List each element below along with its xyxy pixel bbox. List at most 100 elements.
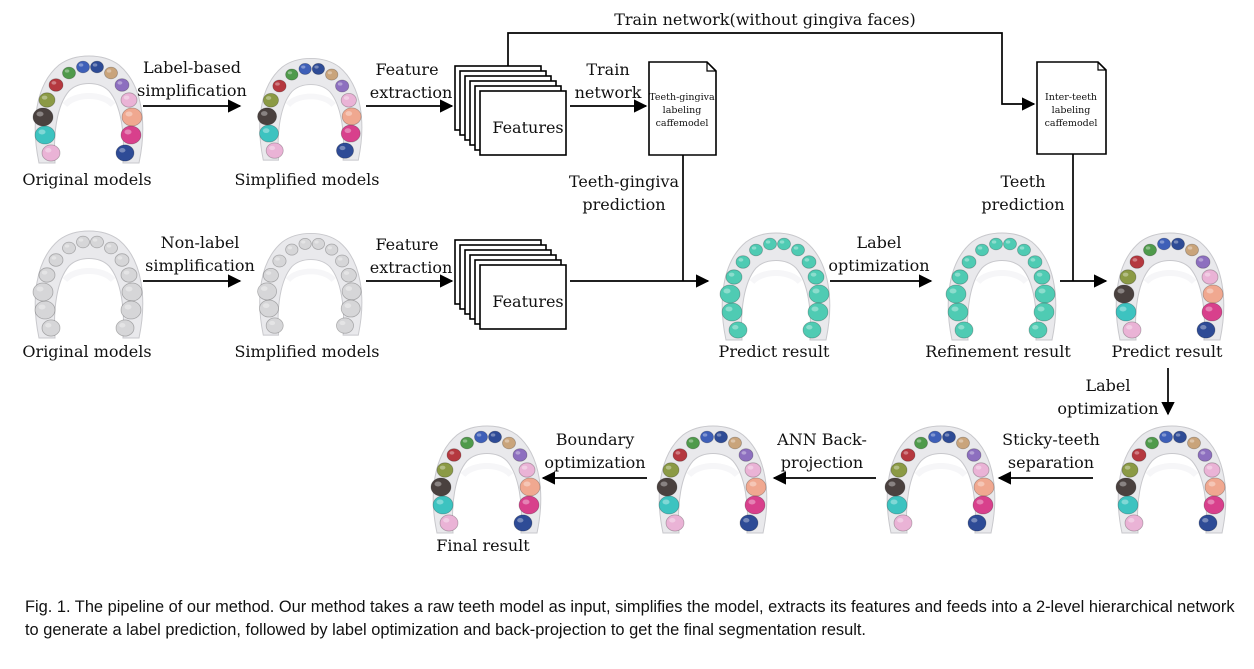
tooth [32,282,54,302]
tooth-highlight [41,270,48,275]
tooth [744,495,766,515]
label-opt-mid-line2: optimization [828,256,929,275]
tooth [928,430,942,444]
tooth-highlight [903,451,909,455]
tooth-highlight [916,439,922,443]
train-network-line2: network [575,83,642,102]
tooth-highlight [92,238,98,242]
refinement-result: Refinement result [925,342,1071,361]
tooth [914,436,928,450]
tooth-highlight [434,481,442,487]
tooth [1017,243,1031,257]
tooth-highlight [344,128,352,134]
tooth [961,255,977,269]
tooth [739,514,759,532]
label-based-line2: simplification [137,81,247,100]
tooth-highlight [275,82,280,86]
tooth-highlight [812,288,820,294]
tooth-highlight [1200,325,1207,330]
tooth-highlight [951,306,959,312]
tooth [658,495,680,515]
palate-highlight [285,93,336,108]
tooth-highlight [730,439,736,443]
tooth-highlight [1204,272,1211,277]
tooth [41,144,61,162]
tooth [975,243,989,257]
tooth-highlight [64,69,70,73]
original-models-top: Original models [22,170,151,189]
tooth [1124,514,1144,532]
tooth [76,235,90,249]
tooth-highlight [1019,246,1025,250]
non-label-line2: simplification [145,256,255,275]
tooth-highlight [751,246,757,250]
tooth-highlight [971,518,978,523]
tooth-highlight [688,439,694,443]
tooth [725,269,743,285]
tooth [1033,269,1051,285]
tooth [114,253,130,267]
tooth [336,142,354,159]
tooth [1033,302,1055,322]
tooth [1185,243,1199,257]
tooth-highlight [1206,465,1213,470]
tooth-highlight [738,258,744,262]
original-models-bottom: Original models [22,342,151,361]
non-label-line1: Non-label [161,233,240,252]
tooth-highlight [124,129,132,135]
tooth [460,436,474,450]
feature-extraction-top-line1: Feature [375,60,438,79]
tooth-highlight [262,128,270,134]
tooth-highlight [1206,288,1214,294]
tooth-highlight [117,81,123,85]
tooth [340,124,361,143]
tooth [34,300,56,320]
palate-highlight [1143,270,1197,285]
tooth [1145,436,1159,450]
tooth-highlight [64,244,70,248]
tooth-highlight [275,257,280,261]
tooth-highlight [1161,433,1167,437]
ann-line2: projection [781,453,863,472]
tooth [947,302,969,322]
tooth [115,319,135,337]
tooth [791,243,805,257]
predict-result-right: Predict result [1112,342,1223,361]
palate-highlight [285,268,336,283]
teeth-model-refinement-result [945,232,1057,341]
feature-extraction-bottom-line2: extraction [370,258,453,277]
tooth-highlight [975,465,982,470]
train-network-line1: Train [586,60,629,79]
tooth-highlight [1159,240,1165,244]
tooth [502,436,516,450]
tooth [90,60,104,74]
tooth [1173,430,1187,444]
tooth [967,514,987,532]
tooth-highlight [123,270,130,275]
tooth [262,93,279,108]
tooth-highlight [1036,272,1043,277]
tooth [1028,321,1048,339]
tooth [120,300,142,320]
tooth-highlight [436,499,444,505]
tooth [1129,255,1145,269]
tooth-highlight [38,304,46,310]
label-opt-mid-line1: Label [857,233,902,252]
tooth-highlight [265,271,272,275]
tooth [104,241,118,255]
tooth-highlight [669,518,676,523]
tooth-highlight [260,286,268,291]
tg-prediction-line1: Teeth-gingiva [569,172,680,191]
tooth-highlight [119,323,126,328]
tooth-highlight [301,240,306,244]
tooth-highlight [964,258,970,262]
connectors [143,32,1175,485]
tooth [745,477,767,497]
tooth [1113,284,1135,304]
tooth [298,237,312,250]
tooth [285,243,299,256]
teeth-model-simplified-labeled [257,58,363,161]
tooth [76,60,90,74]
tooth [488,430,502,444]
